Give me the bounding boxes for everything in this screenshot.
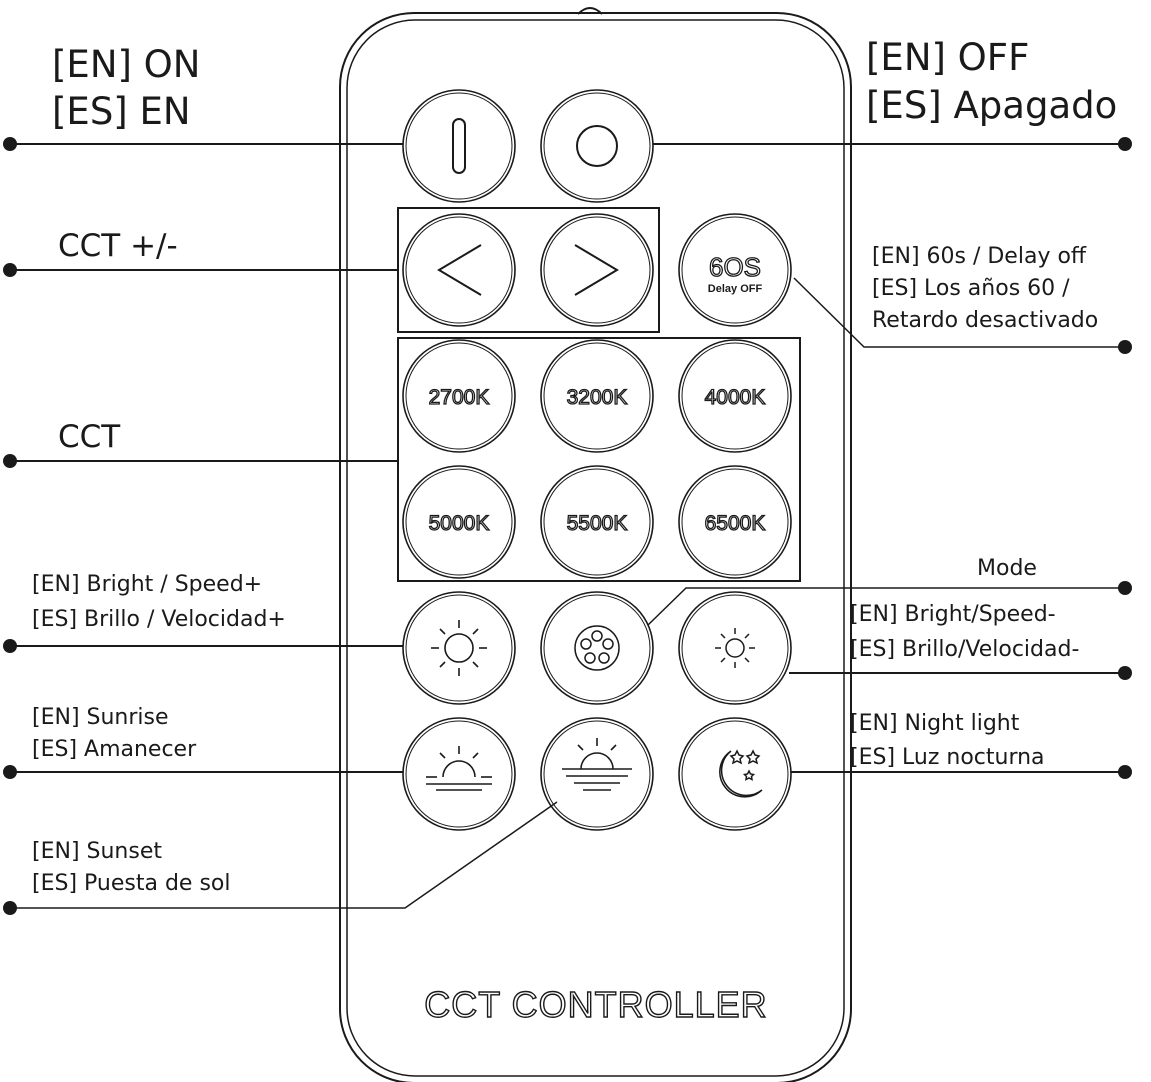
device-title: CCT CONTROLLER [424, 984, 767, 1025]
sunset-label-en: [EN] Sunset [32, 839, 162, 864]
on-button[interactable] [402, 89, 516, 203]
night-label-es: [ES] Luz nocturna [850, 745, 1045, 770]
on-label-en: [EN] ON [52, 43, 201, 86]
delay-label-line2: [ES] Los años 60 / [872, 276, 1070, 301]
cct-5500k-button[interactable]: 5500K [540, 465, 654, 579]
delay-button-label: 6OS [709, 252, 761, 282]
cct-down-button[interactable] [402, 213, 516, 327]
sun-small-icon [715, 628, 755, 668]
cct-6500k-button[interactable]: 6500K [678, 465, 792, 579]
sunset-icon [562, 738, 632, 791]
bright-up-button[interactable] [402, 591, 516, 705]
cct-2700k-label: 2700K [429, 386, 490, 409]
cct-5000k-label: 5000K [429, 512, 490, 535]
cct-adjust-label: CCT +/- [58, 228, 178, 264]
chevron-right-icon [574, 244, 619, 296]
sunset-label-es: [ES] Puesta de sol [32, 871, 230, 896]
power-on-icon [452, 118, 466, 174]
cct-5000k-button[interactable]: 5000K [402, 465, 516, 579]
sunset-button[interactable] [540, 717, 654, 831]
cct-2700k-button[interactable]: 2700K [402, 339, 516, 453]
cct-3200k-button[interactable]: 3200K [540, 339, 654, 453]
cct-up-button[interactable] [540, 213, 654, 327]
film-reel-icon [574, 625, 620, 671]
delay-button-sublabel: Delay OFF [708, 283, 763, 295]
callout-lines [10, 143, 1125, 909]
moon-stars-icon [719, 749, 763, 798]
night-light-button[interactable] [678, 717, 792, 831]
bright-down-label-en: [EN] Bright/Speed- [850, 602, 1056, 627]
bright-down-button[interactable] [678, 591, 792, 705]
sunrise-label-en: [EN] Sunrise [32, 705, 169, 730]
mode-label: Mode [977, 556, 1037, 581]
cct-6500k-label: 6500K [705, 512, 766, 535]
night-label-en: [EN] Night light [850, 711, 1020, 736]
cct-4000k-button[interactable]: 4000K [678, 339, 792, 453]
off-button[interactable] [540, 89, 654, 203]
bright-down-label-es: [ES] Brillo/Velocidad- [850, 637, 1079, 662]
mode-button[interactable] [540, 591, 654, 705]
sun-large-icon [431, 620, 487, 676]
cct-4000k-label: 4000K [705, 386, 766, 409]
bright-up-label-es: [ES] Brillo / Velocidad+ [32, 607, 286, 632]
callout-dots [3, 137, 1132, 915]
chevron-left-icon [437, 244, 482, 296]
delay-off-button[interactable]: 6OS Delay OFF [678, 213, 792, 327]
remote-body [339, 7, 852, 1082]
cct-5500k-label: 5500K [567, 512, 628, 535]
on-label-es: [ES] EN [52, 90, 191, 133]
power-off-icon [576, 125, 618, 167]
sunrise-label-es: [ES] Amanecer [32, 737, 197, 762]
delay-label-line1: [EN] 60s / Delay off [872, 244, 1087, 269]
off-label-en: [EN] OFF [866, 36, 1029, 79]
sunrise-button[interactable] [402, 717, 516, 831]
bright-up-label-en: [EN] Bright / Speed+ [32, 572, 262, 597]
delay-label-line3: Retardo desactivado [872, 308, 1098, 333]
cct-label: CCT [58, 419, 121, 455]
off-label-es: [ES] Apagado [866, 84, 1117, 127]
cct-3200k-label: 3200K [567, 386, 628, 409]
sunrise-icon [426, 746, 492, 791]
cct-preset-group-box [397, 337, 801, 582]
